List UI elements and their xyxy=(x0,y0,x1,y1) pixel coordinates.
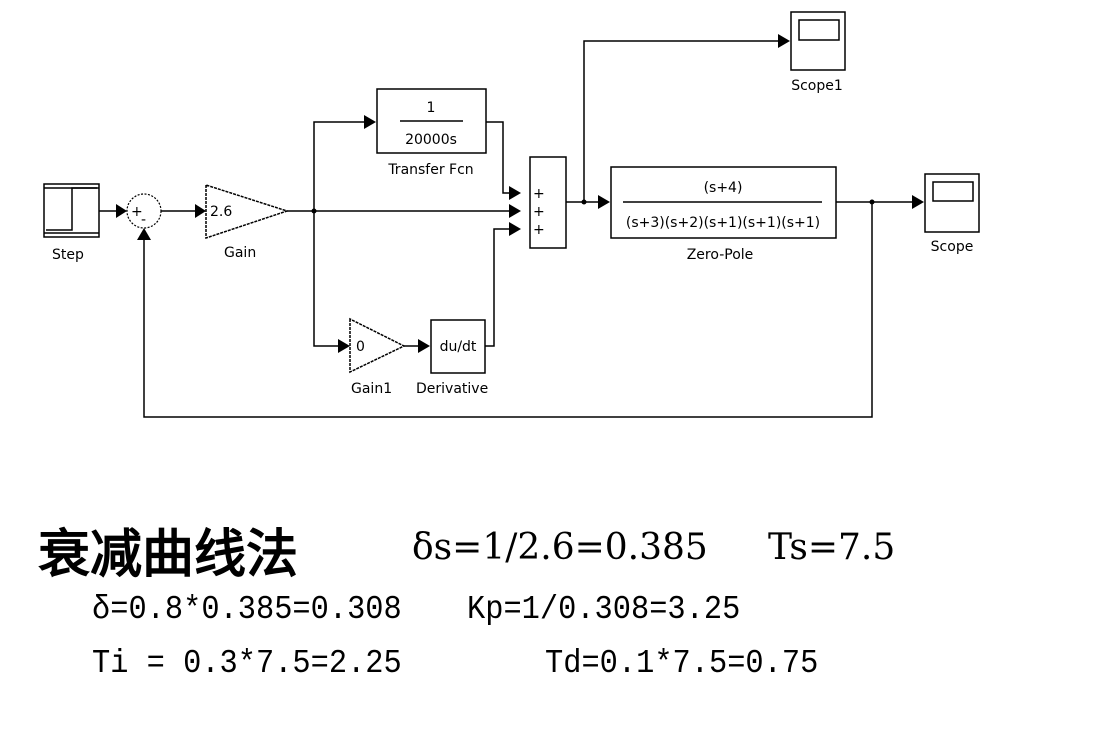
transfer-fcn-label: Transfer Fcn xyxy=(387,162,473,178)
tf-denominator: 20000s xyxy=(405,132,457,148)
arrow-icon xyxy=(778,34,790,48)
simulink-diagram: Step + - 2.6 Gain 1 20000s Transfer Fcn … xyxy=(43,11,980,418)
wire-branch-gain1 xyxy=(313,211,340,347)
arrow-icon xyxy=(195,204,206,218)
gain1-label: Gain1 xyxy=(351,381,392,397)
arrow-icon xyxy=(509,186,521,200)
zp-denominator: (s+3)(s+2)(s+1)(s+1)(s+1) xyxy=(626,215,820,231)
arrow-icon xyxy=(364,115,376,129)
sum-sign-minus: - xyxy=(141,212,146,228)
equation-delta-s: δs=1/2.6=0.385 xyxy=(412,527,708,568)
sum2-block[interactable]: + + + xyxy=(529,156,567,249)
zp-numerator: (s+4) xyxy=(704,180,743,196)
wire-tf-sum2 xyxy=(486,121,509,194)
tf-numerator: 1 xyxy=(427,100,436,116)
sum-sign-plus: + xyxy=(131,204,143,220)
equation-ts: Ts=7.5 xyxy=(768,527,896,568)
sum2-sign: + xyxy=(533,186,545,202)
gain1-block[interactable]: 0 xyxy=(349,317,406,374)
arrow-icon xyxy=(509,204,521,218)
wire-derivative-sum2 xyxy=(485,228,509,347)
method-title: 衰减曲线法 xyxy=(38,525,299,585)
derivative-label: Derivative xyxy=(416,381,488,397)
scope1-block[interactable] xyxy=(790,11,846,71)
scope1-icon xyxy=(798,19,840,41)
gain-block[interactable]: 2.6 xyxy=(205,183,290,240)
arrow-icon xyxy=(418,339,430,353)
sum2-sign: + xyxy=(533,204,545,220)
scope-label: Scope xyxy=(931,239,974,255)
arrow-icon xyxy=(137,228,151,240)
arrow-icon xyxy=(912,195,924,209)
wire-branch-tf xyxy=(313,121,366,211)
equation-ti: Ti = 0.3*7.5=2.25 xyxy=(92,645,402,682)
scope1-label: Scope1 xyxy=(791,78,843,94)
arrow-icon xyxy=(509,222,521,236)
wire-sum2-scope1 xyxy=(583,40,780,202)
derivative-expr: du/dt xyxy=(440,339,477,355)
gain1-value: 0 xyxy=(356,339,365,355)
step-block[interactable] xyxy=(43,183,100,238)
sum2-sign: + xyxy=(533,222,545,238)
sum-block[interactable]: + - xyxy=(126,193,162,229)
scope-block[interactable] xyxy=(924,173,980,233)
zero-pole-label: Zero-Pole xyxy=(687,247,754,263)
equation-kp: Kp=1/0.308=3.25 xyxy=(467,591,741,628)
arrow-icon xyxy=(116,204,127,218)
step-label: Step xyxy=(52,247,84,263)
zero-pole-block[interactable]: (s+4) (s+3)(s+2)(s+1)(s+1)(s+1) xyxy=(610,166,837,239)
gain-label: Gain xyxy=(224,245,256,261)
scope-icon xyxy=(932,181,974,202)
arrow-icon xyxy=(598,195,610,209)
equation-td: Td=0.1*7.5=0.75 xyxy=(545,645,819,682)
wire-feedback xyxy=(143,202,873,418)
gain-value: 2.6 xyxy=(210,204,232,220)
transfer-fcn-block[interactable]: 1 20000s xyxy=(376,88,487,154)
derivative-block[interactable]: du/dt xyxy=(430,319,486,374)
arrow-icon xyxy=(338,339,350,353)
equation-delta: δ=0.8*0.385=0.308 xyxy=(92,591,402,628)
